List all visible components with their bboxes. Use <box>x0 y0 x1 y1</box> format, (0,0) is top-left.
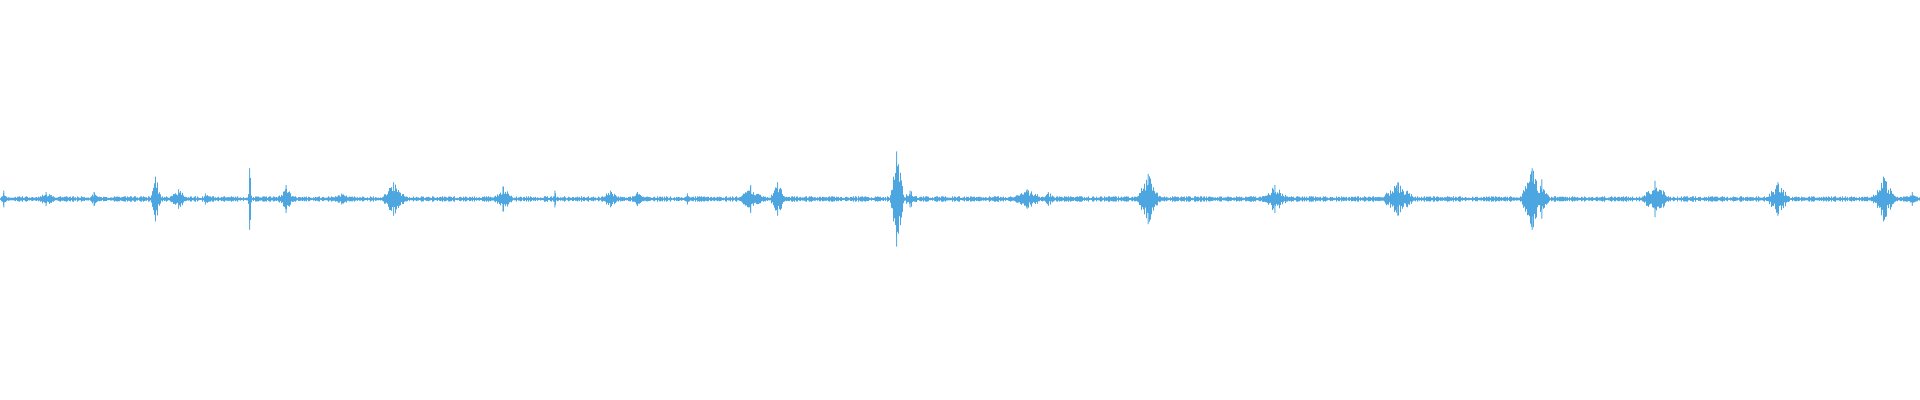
waveform-group <box>0 151 1920 247</box>
waveform-samples <box>0 162 1920 236</box>
